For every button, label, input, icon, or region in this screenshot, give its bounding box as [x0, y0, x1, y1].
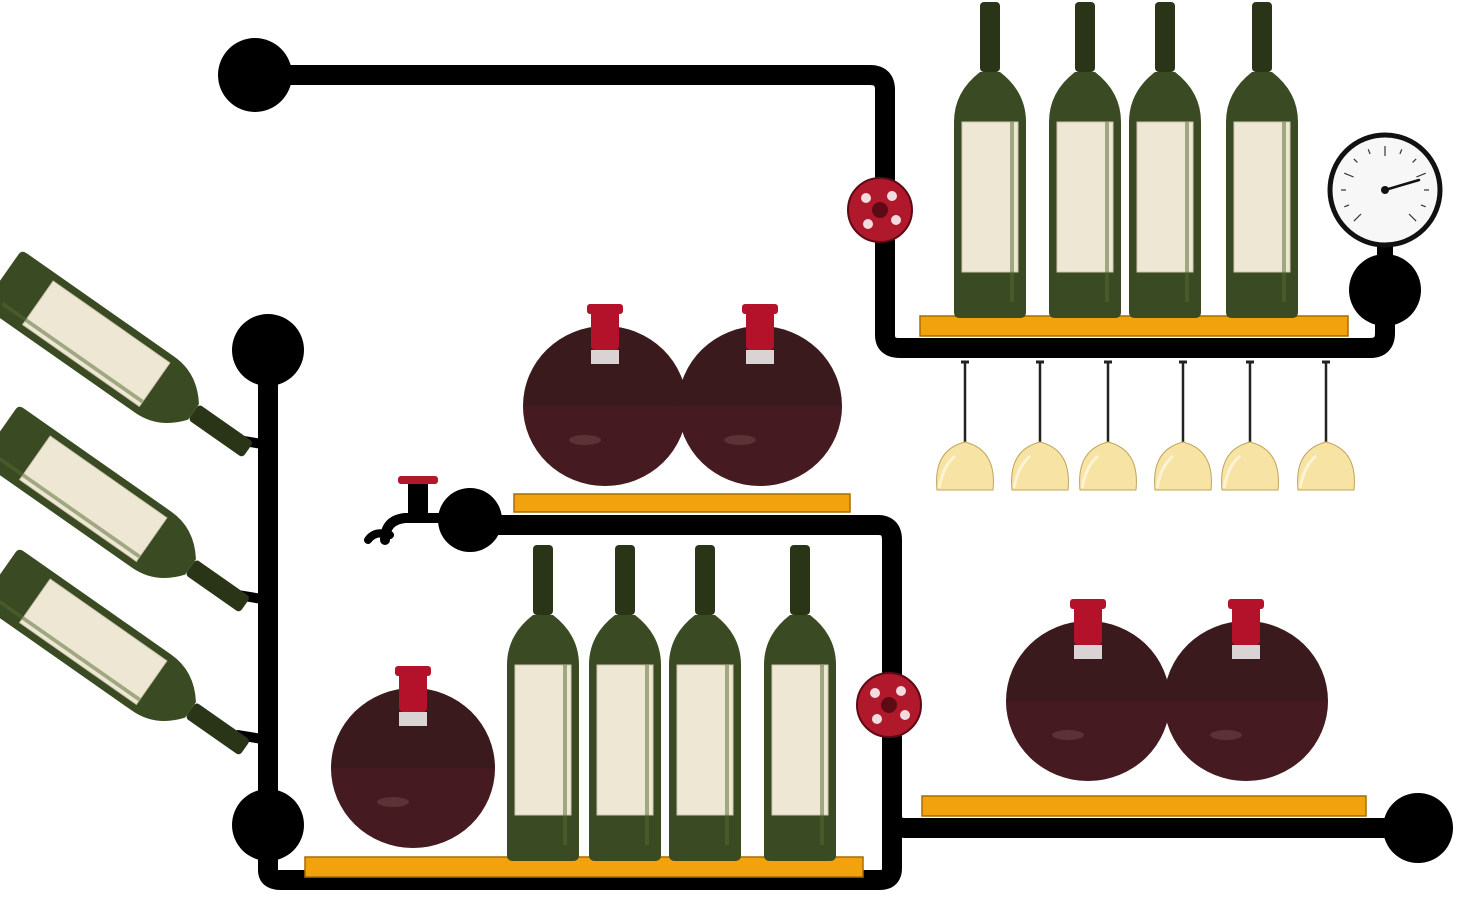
pipe-cap-left-upper: [232, 314, 304, 386]
wine-glass: [1078, 360, 1138, 492]
wine-bottle: [1127, 0, 1203, 320]
wine-bottle: [667, 543, 743, 863]
faucet-icon: [364, 476, 475, 545]
wine-jug: [331, 666, 495, 848]
shelf-bottom-left: [304, 856, 864, 878]
pressure-gauge-icon: [1327, 132, 1443, 290]
lower-shelf-items: [331, 543, 838, 863]
angled-side-bottles: [0, 247, 270, 778]
pipe-cap-top-left: [218, 38, 292, 112]
gauge-tick: [1420, 204, 1426, 208]
pipe-frame: [218, 38, 1453, 890]
gauge-tick: [1408, 213, 1417, 222]
gauge-tick: [1353, 158, 1358, 163]
gauge-tick: [1399, 149, 1403, 155]
wine-bottle: [1224, 0, 1300, 320]
gauge-tick: [1344, 204, 1350, 208]
gauge-tick: [1412, 158, 1417, 163]
wine-glass: [1220, 360, 1280, 492]
wine-bottle: [505, 543, 581, 863]
shelf-top-right: [919, 315, 1349, 337]
wine-jug: [1164, 599, 1328, 781]
valve-handle-icon: [847, 177, 913, 243]
wine-glass: [1296, 360, 1356, 492]
wine-glass: [1153, 360, 1213, 492]
wine-jug: [1006, 599, 1170, 781]
gauge-tick: [1367, 149, 1371, 155]
wine-bottle: [952, 0, 1028, 320]
wine-bottle: [762, 543, 838, 863]
wine-glass: [1010, 360, 1070, 492]
pipe-cap-left-lower: [232, 789, 304, 861]
wine-bottle: [1047, 0, 1123, 320]
gauge-tick: [1416, 172, 1426, 178]
wine-bottle: [587, 543, 663, 863]
shelf-bottom-right: [921, 795, 1367, 817]
pipe-cap-bottom-right: [1383, 793, 1453, 863]
upper-shelf-bottles: [952, 0, 1300, 320]
shelves: [304, 315, 1367, 878]
wine-glass: [935, 360, 995, 492]
valve-handle-icon: [856, 672, 922, 738]
shelf-middle: [513, 493, 851, 513]
middle-shelf-jugs: [523, 304, 842, 486]
gauge-tick: [1344, 172, 1354, 178]
hanging-wine-glasses: [935, 360, 1356, 492]
wine-jug: [523, 304, 687, 486]
right-shelf-jugs: [1006, 599, 1328, 781]
wine-jug: [678, 304, 842, 486]
pipe-cap-middle: [438, 488, 502, 552]
gauge-tick: [1353, 213, 1362, 222]
